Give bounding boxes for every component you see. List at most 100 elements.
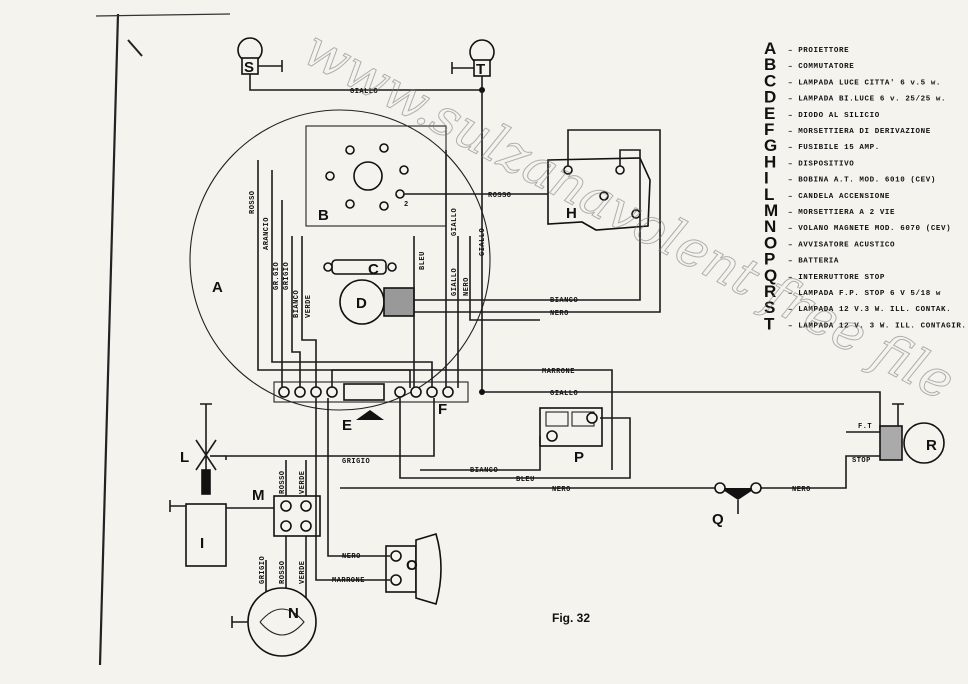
legend-text: – FUSIBILE 15 AMP. xyxy=(788,144,880,152)
lamp-t-ground xyxy=(451,62,474,74)
coil-i: I xyxy=(169,500,274,567)
wire-label-marrone-o: MARRONE xyxy=(332,577,365,585)
label-d: D xyxy=(356,295,367,312)
lamp-t: T xyxy=(451,39,495,78)
terminal xyxy=(379,143,389,153)
morsettiera-f: E F xyxy=(273,381,469,434)
legend-letter: O xyxy=(764,233,777,252)
terminal xyxy=(325,171,335,181)
legend-text: – VOLANO MAGNETE MOD. 6070 (CEV) xyxy=(788,225,951,233)
label-f: F xyxy=(438,401,447,418)
dispositivo-h-body xyxy=(547,157,651,231)
terminal xyxy=(442,386,454,398)
legend-letter: P xyxy=(764,250,775,269)
diode-e-symbol xyxy=(356,410,384,420)
wire-label-giallo-v1: GIALLO xyxy=(451,208,459,236)
legend-letter: Q xyxy=(764,266,777,285)
coil-i-ground xyxy=(169,500,186,512)
terminal xyxy=(394,386,406,398)
terminal xyxy=(410,386,422,398)
legend-letter: D xyxy=(764,88,776,107)
wire-horn-marrone xyxy=(315,398,390,581)
terminal xyxy=(345,145,355,155)
legend-text: – MORSETTIERA DI DERIVAZIONE xyxy=(788,128,931,136)
wire-label-arancio-v: ARANCIO xyxy=(263,217,271,250)
wire-h-internal xyxy=(567,129,661,308)
wire-marrone-horizontal xyxy=(331,369,613,470)
commutatore-b: B 2 xyxy=(305,125,447,227)
wire-verde-vertical xyxy=(301,236,317,388)
legend-letter: B xyxy=(764,55,776,74)
magneto-n: N xyxy=(231,587,317,657)
terminal-number-2: 2 xyxy=(404,201,409,209)
label-a: A xyxy=(212,279,223,296)
horn-o: O NERO MARRONE xyxy=(315,398,442,606)
magneto-n-outline xyxy=(247,587,317,657)
fuse-g xyxy=(343,383,385,401)
wire-arancio-vertical xyxy=(271,170,433,388)
terminal xyxy=(294,386,306,398)
terminal xyxy=(714,482,726,494)
label-m: M xyxy=(252,487,265,504)
stop-lamp-r-socket xyxy=(879,425,903,461)
headlight-outline xyxy=(189,109,491,411)
label-l: L xyxy=(180,449,189,466)
wire-label-grigio-n: GRIGIO xyxy=(259,556,267,584)
legend-letter: F xyxy=(764,120,774,139)
stop-switch-q: Q xyxy=(712,482,762,528)
terminal xyxy=(345,199,355,209)
legend-text: – LAMPADA 12 V. 3 W. ILL. CONTAGIR. xyxy=(788,322,967,330)
terminal xyxy=(379,201,389,211)
battery-plus-terminal xyxy=(586,412,598,424)
terminal xyxy=(399,165,409,175)
lamp-s-ground xyxy=(258,60,283,72)
label-q: Q xyxy=(712,511,724,528)
label-t: T xyxy=(476,61,485,78)
spark-plug-l: L xyxy=(180,403,226,495)
wire-nero-horizontal xyxy=(414,308,661,313)
wire-label-giallo-v2: GIALLO xyxy=(451,268,459,296)
legend-text: – COMMUTATORE xyxy=(788,63,854,71)
legend-letter: H xyxy=(764,152,776,171)
horn-plus-terminal xyxy=(390,550,402,562)
stop-lamp-r: R F.T STOP xyxy=(852,403,945,465)
terminal-block-m-body xyxy=(273,495,321,537)
wire-label-verde-m: VERDE xyxy=(299,470,307,494)
legend-text: – BATTERIA xyxy=(788,258,839,266)
label-p: P xyxy=(574,449,584,466)
horn-minus-terminal xyxy=(390,574,402,586)
wire-label-giallo-v3: GIALLO xyxy=(479,228,487,256)
battery-minus-terminal xyxy=(546,430,558,442)
wire-label-nero-h: NERO xyxy=(550,310,569,318)
junction-dot xyxy=(479,389,485,395)
wire-label-rosso-h: ROSSO xyxy=(488,192,512,200)
stop-lamp-r-bulb xyxy=(903,422,945,464)
wire-h-internal-2 xyxy=(619,149,641,270)
terminal-label-stop: STOP xyxy=(852,457,871,465)
label-r: R xyxy=(926,437,937,454)
terminal xyxy=(615,165,625,175)
stop-switch-q-symbol xyxy=(720,488,756,500)
wire-nero-vertical xyxy=(469,236,540,321)
wire-label-rosso-n: ROSSO xyxy=(279,560,287,584)
wire-giallo-top xyxy=(249,74,483,91)
battery-cell xyxy=(545,411,569,427)
wire-label-giallo-top: GIALLO xyxy=(350,88,378,96)
terminal xyxy=(278,386,290,398)
coil-i-body xyxy=(185,503,227,567)
legend-letter: M xyxy=(764,201,778,220)
label-s: S xyxy=(244,59,254,76)
wire-bianco-vertical xyxy=(291,236,301,388)
legend-text: – CANDELA ACCENSIONE xyxy=(788,193,890,201)
wire-label-nero-h3: NERO xyxy=(792,486,811,494)
wire-label-grigio-v: GR.GIO xyxy=(273,262,281,290)
commutatore-b-knob xyxy=(353,161,383,191)
wire-label-grigio-h: GRIGIO xyxy=(342,458,370,466)
wire-label-bianco-v: BIANCO xyxy=(293,290,301,318)
dispositivo-h: H xyxy=(547,129,661,308)
wire-bleu-h xyxy=(399,398,631,479)
legend-letter: L xyxy=(764,185,774,204)
legend-text: – LAMPADA F.P. STOP 6 V 5/18 w xyxy=(788,290,941,298)
